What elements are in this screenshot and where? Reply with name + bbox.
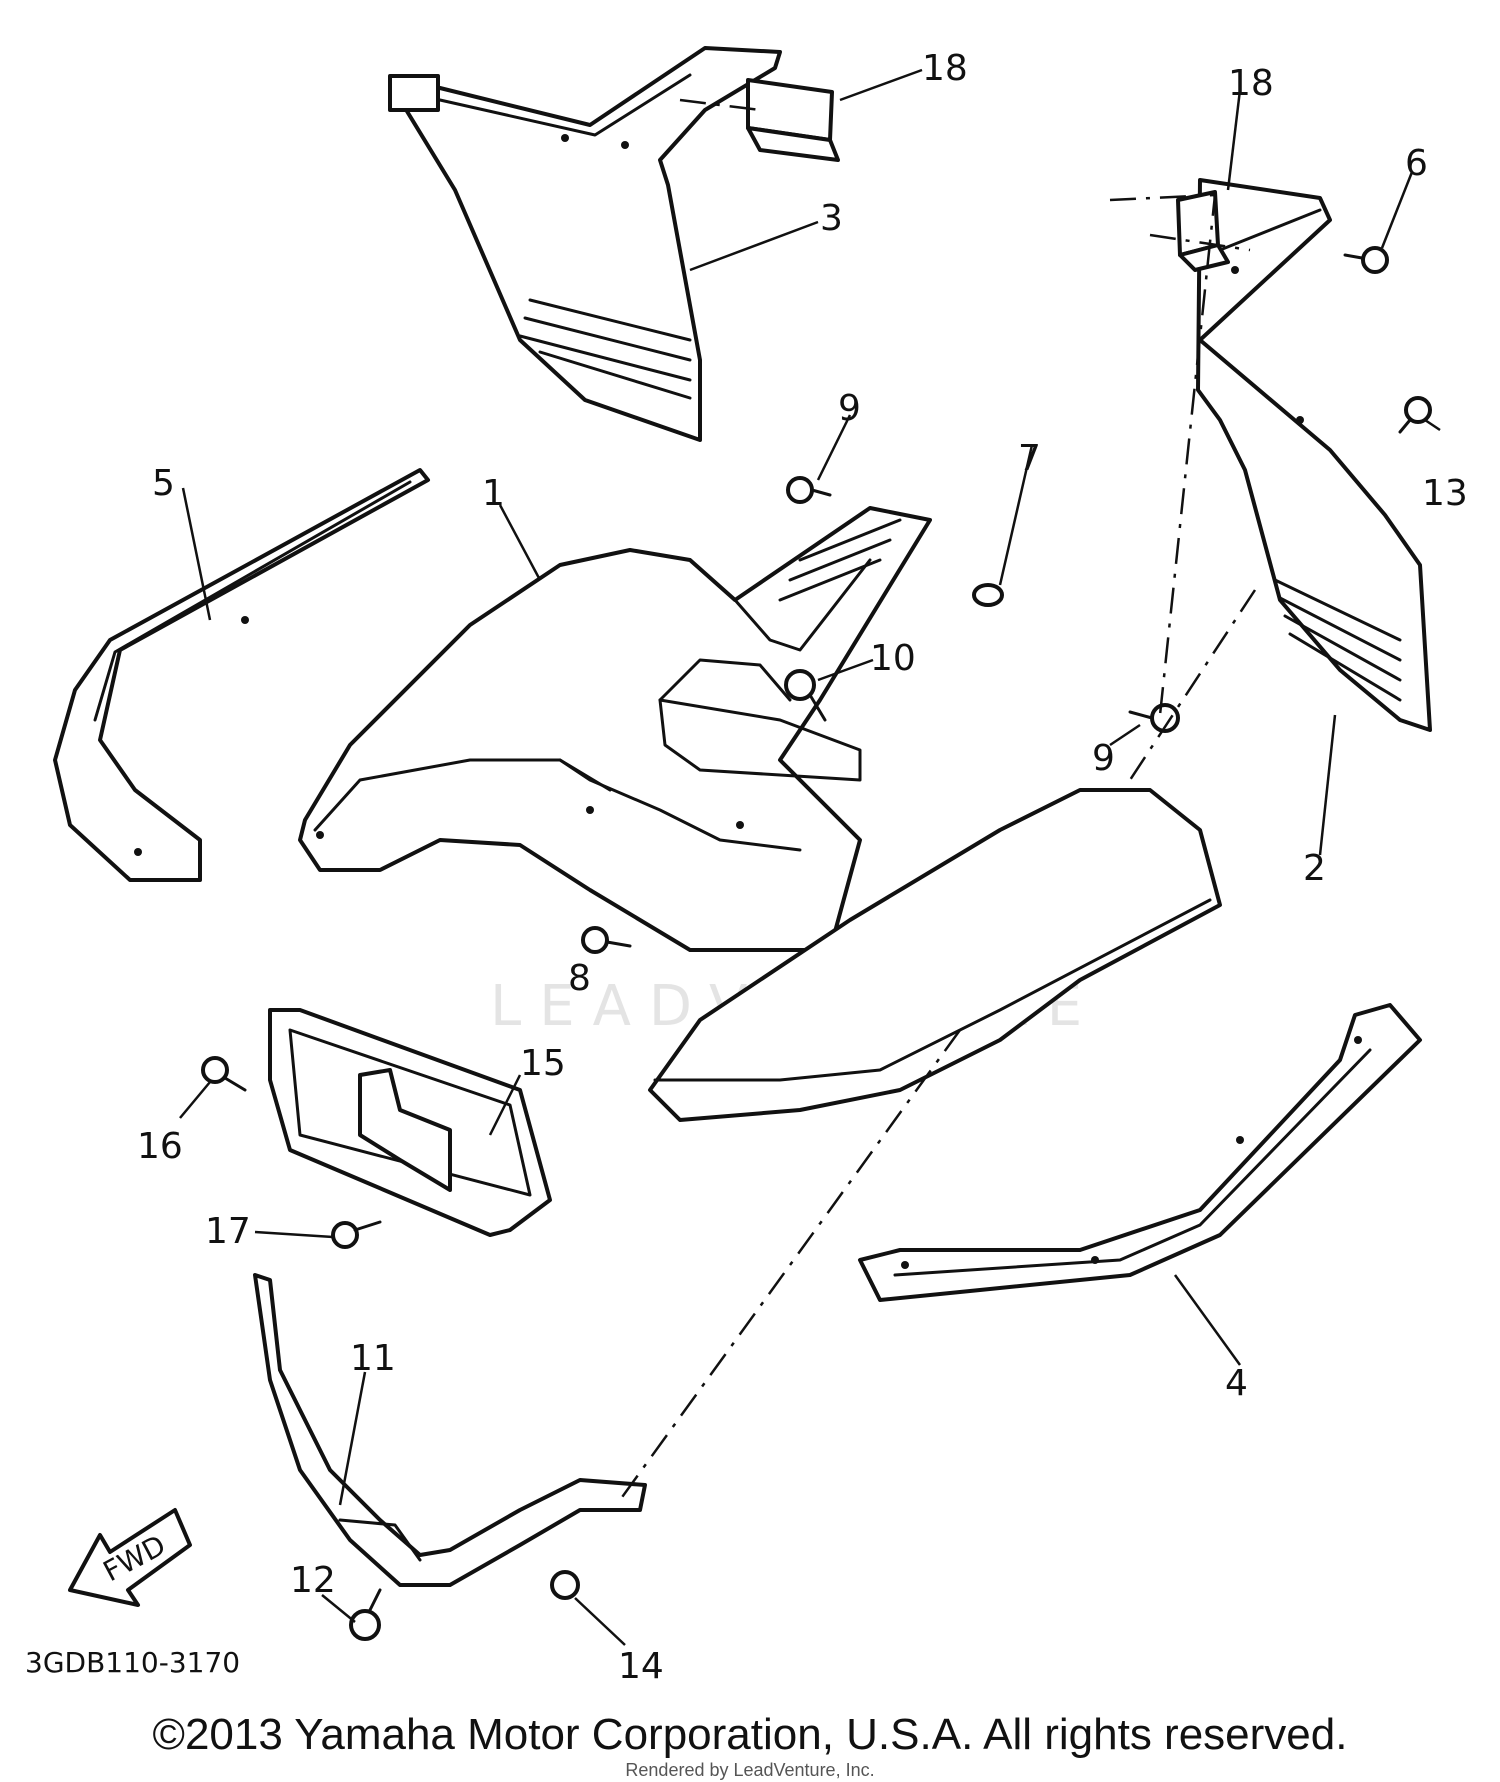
bolt-9-top xyxy=(786,476,832,504)
leader-16 xyxy=(179,1081,211,1119)
callout-5: 5 xyxy=(152,463,175,504)
leader-15 xyxy=(488,1074,522,1136)
assembly-line-6 xyxy=(1149,233,1251,252)
callout-18-right: 18 xyxy=(1228,63,1274,104)
leader-18-right xyxy=(1226,89,1242,191)
leader-13 xyxy=(1424,418,1441,432)
leader-14 xyxy=(574,1597,626,1646)
callout-14: 14 xyxy=(618,1646,664,1687)
front-fender xyxy=(648,788,1222,1122)
part-5-left-flap xyxy=(53,468,430,882)
part-4-front-flap xyxy=(858,1003,1422,1302)
callout-8: 8 xyxy=(568,958,591,999)
leader-4 xyxy=(1173,1274,1242,1366)
part-1-rear-fender xyxy=(298,506,932,952)
callout-1: 1 xyxy=(482,473,505,514)
bolt-17 xyxy=(331,1220,382,1249)
part-3-side-cover xyxy=(388,46,782,442)
callout-6: 6 xyxy=(1405,143,1428,184)
part-18-pad-right xyxy=(1176,190,1230,272)
callout-2: 2 xyxy=(1303,848,1326,889)
part-18-pad-left xyxy=(746,78,840,162)
leader-6 xyxy=(1380,171,1414,249)
leader-7 xyxy=(998,444,1034,586)
part-2-side-cover xyxy=(1196,178,1432,732)
assembly-line-18-right xyxy=(1109,193,1217,716)
bolt-10 xyxy=(784,669,827,722)
assembly-line-2 xyxy=(1128,589,1257,781)
callout-11: 11 xyxy=(350,1338,396,1379)
fwd-arrow-icon: FWD xyxy=(68,1508,192,1607)
leader-2 xyxy=(1318,714,1337,856)
callout-15: 15 xyxy=(520,1043,566,1084)
part-code-label: 3GDB110-3170 xyxy=(25,1646,240,1679)
bolt-8 xyxy=(581,926,632,954)
assembly-line-18-left xyxy=(679,98,761,112)
callout-18-left: 18 xyxy=(922,48,968,89)
bolt-12 xyxy=(349,1588,382,1641)
callout-10: 10 xyxy=(870,638,916,679)
leader-9-top xyxy=(816,414,852,481)
leader-5 xyxy=(181,487,212,621)
bolt-9-right xyxy=(1128,703,1180,733)
leader-10 xyxy=(817,658,874,682)
rendered-by-text: Rendered by LeadVenture, Inc. xyxy=(625,1760,875,1780)
callout-12: 12 xyxy=(290,1560,336,1601)
leader-9-right xyxy=(1109,723,1141,747)
callout-3: 3 xyxy=(820,198,843,239)
leader-1 xyxy=(498,504,542,581)
callout-16: 16 xyxy=(137,1126,183,1167)
bolt-13 xyxy=(1398,396,1432,434)
leader-3 xyxy=(689,220,819,272)
callout-9-top: 9 xyxy=(838,388,861,429)
part-15-tail-bracket xyxy=(268,1008,552,1237)
callout-13: 13 xyxy=(1422,473,1468,514)
leader-8 xyxy=(582,943,591,952)
callout-4: 4 xyxy=(1225,1363,1248,1404)
bolt-16 xyxy=(201,1056,247,1092)
nut-14 xyxy=(550,1570,580,1600)
part-11-guard-bar xyxy=(253,1273,647,1587)
leader-18-left xyxy=(839,68,923,102)
callout-9-right: 9 xyxy=(1092,738,1115,779)
copyright-text: ©2013 Yamaha Motor Corporation, U.S.A. A… xyxy=(152,1710,1348,1759)
callout-17: 17 xyxy=(205,1211,251,1252)
leader-12 xyxy=(321,1594,356,1623)
leader-11 xyxy=(338,1371,367,1506)
leader-17 xyxy=(254,1230,334,1239)
washer-7 xyxy=(972,583,1004,607)
callout-7: 7 xyxy=(1018,438,1041,479)
bolt-6 xyxy=(1343,246,1389,274)
